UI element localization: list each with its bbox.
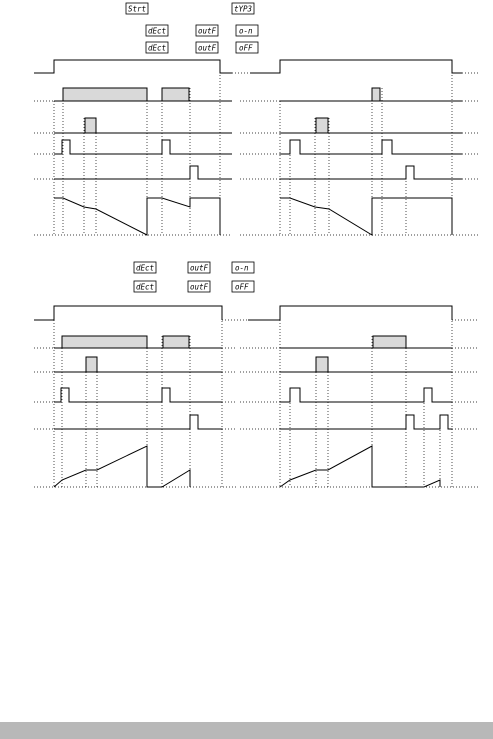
lcd-label: outF (190, 283, 209, 292)
lcd-box-type (231, 2, 255, 15)
lcd-box-on (235, 24, 259, 37)
lcd-box-dect (133, 261, 157, 274)
lcd-box-outf (187, 280, 211, 293)
lcd-box-outf (195, 41, 219, 54)
lcd-label: dEct (136, 283, 155, 292)
lcd-box-dect (145, 24, 169, 37)
lcd-label: o-n (235, 264, 249, 273)
lcd-box-strt (125, 2, 149, 15)
lcd-label: o-n (239, 27, 253, 36)
lcd-label: oFF (239, 44, 253, 53)
footer-band (0, 722, 493, 739)
lcd-label: dEct (148, 44, 167, 53)
lcd-box-off (231, 280, 255, 293)
lcd-box-outf (187, 261, 211, 274)
lcd-label: Strt (128, 5, 147, 14)
lcd-label: dEct (136, 264, 155, 273)
bottom-right-timing (240, 305, 478, 488)
lcd-box-dect (145, 41, 169, 54)
lcd-label: outF (198, 44, 217, 53)
top-left-timing (34, 59, 250, 236)
lcd-label: outF (190, 264, 209, 273)
top-label-row-2: dEct outF o-n (145, 24, 259, 37)
bottom-label-row-2: dEct outF oFF (133, 280, 255, 293)
top-label-row-1: Strt tYP3 (125, 2, 255, 15)
lcd-box-on (231, 261, 255, 274)
bottom-left-timing (34, 305, 248, 488)
lcd-box-dect (133, 280, 157, 293)
lcd-box-outf (195, 24, 219, 37)
lcd-label: oFF (235, 283, 249, 292)
lcd-label: dEct (148, 27, 167, 36)
lcd-box-off (235, 41, 259, 54)
lcd-label: outF (198, 27, 217, 36)
top-right-timing (240, 59, 478, 236)
top-label-row-3: dEct outF oFF (145, 41, 259, 54)
lcd-label: tYP3 (234, 5, 253, 14)
bottom-label-row-1: dEct outF o-n (133, 261, 255, 274)
